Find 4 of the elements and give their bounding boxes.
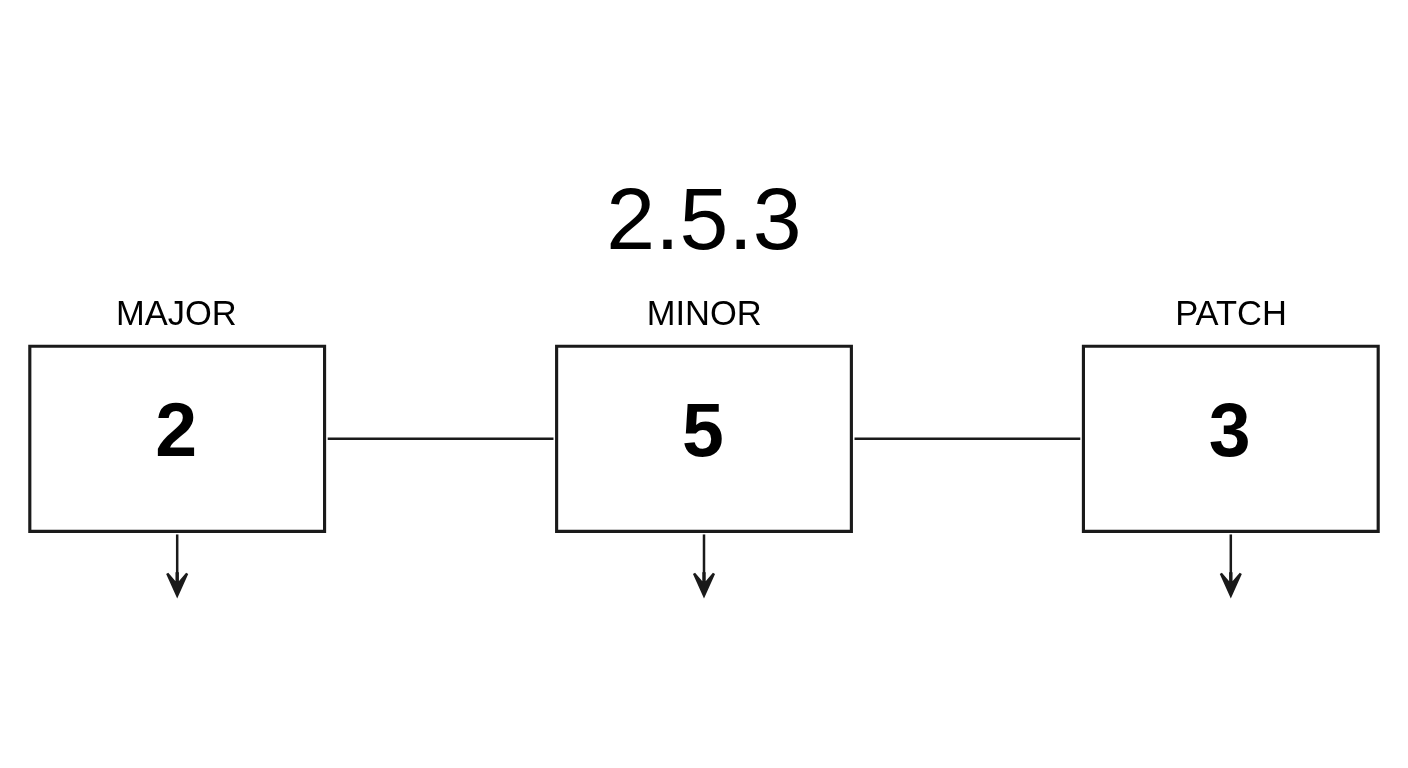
diagram-title: 2.5.3 — [606, 169, 802, 268]
node-label: MAJOR — [116, 293, 237, 332]
node-label: PATCH — [1175, 293, 1287, 332]
node-label: MINOR — [646, 293, 762, 332]
